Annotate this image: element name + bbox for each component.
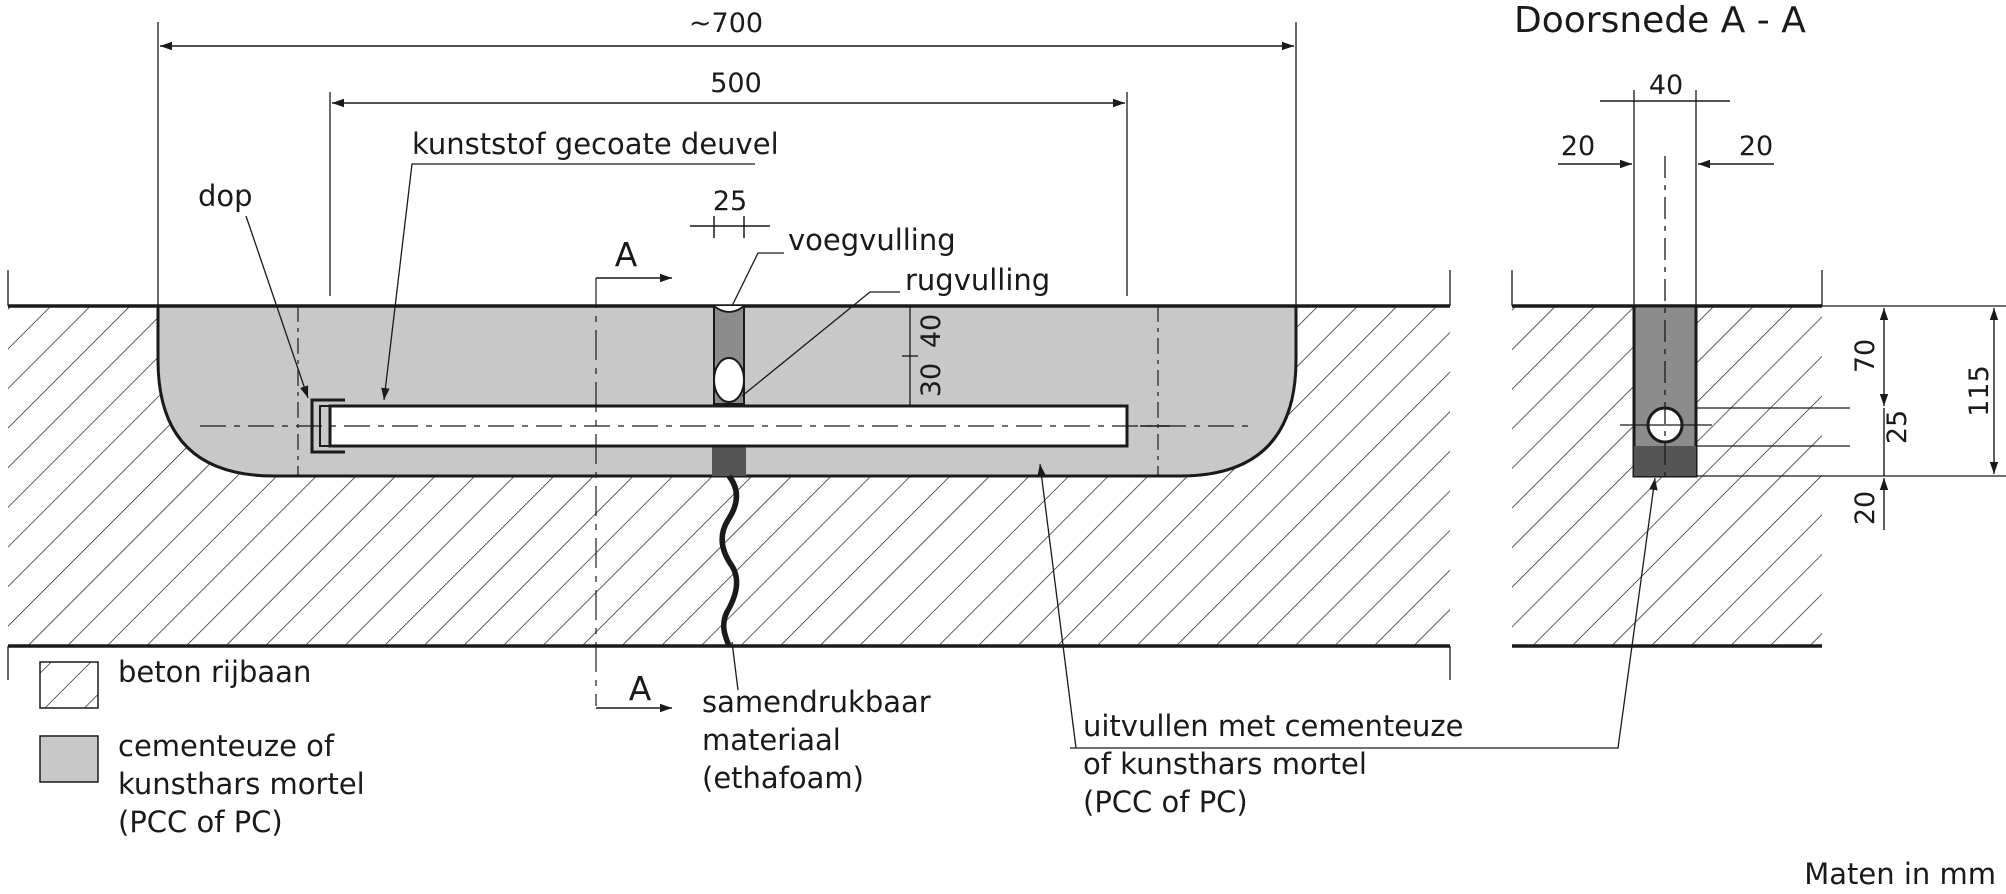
leader-fill-mortar (1037, 463, 1077, 749)
legend: beton rijbaan cementeuze of kunsthars mo… (39, 655, 365, 839)
dim-700-label: ~700 (689, 8, 763, 39)
label-compressible-3: (ethafoam) (702, 761, 864, 795)
main-view: ~700 500 25 40 30 A A kunststof gecoate … (8, 8, 1658, 819)
leader-compressible (731, 641, 739, 691)
legend-mortar-1: cementeuze of (118, 729, 335, 763)
leader-back-filler (741, 291, 900, 397)
dim-40-label: 40 (916, 314, 947, 348)
leader-joint-filler (731, 252, 784, 307)
dim-115-label: 115 (1964, 365, 1995, 417)
section-mark-top: A (615, 235, 638, 274)
dim-70-label: 70 (1850, 339, 1881, 373)
crack-line (719, 474, 740, 647)
legend-mortar-2: kunsthars mortel (118, 767, 365, 801)
label-fill-3: (PCC of PC) (1083, 785, 1248, 819)
dim-20-v-label: 20 (1850, 491, 1881, 525)
dim-25-v-label: 25 (1882, 410, 1913, 444)
label-back-filler: rugvulling (905, 263, 1050, 297)
dim-500-label: 500 (710, 68, 762, 99)
joint-lower-block (712, 447, 746, 476)
dim-40-w-label: 40 (1649, 70, 1683, 101)
label-fill-1: uitvullen met cementeuze (1083, 709, 1464, 743)
label-dowel: kunststof gecoate deuvel (412, 127, 779, 161)
back-filler (713, 357, 745, 403)
label-compressible-1: samendrukbaar (702, 685, 931, 719)
joint-filler-top (713, 305, 745, 313)
section-view: Doorsnede A - A 40 20 20 70 (7, 0, 2006, 680)
section-title: Doorsnede A - A (1514, 0, 1806, 41)
dim-30-label: 30 (916, 363, 947, 397)
legend-concrete-swatch (39, 661, 99, 709)
label-cap: dop (198, 179, 253, 213)
label-compressible-2: materiaal (702, 723, 841, 757)
section-mark-bottom: A (629, 669, 652, 708)
legend-mortar-swatch (39, 735, 99, 783)
units-note: Maten in mm (1804, 857, 1996, 889)
leader-dowel (381, 163, 755, 401)
leader-cap (245, 215, 309, 399)
dim-25-joint-label: 25 (713, 186, 747, 217)
legend-mortar-3: (PCC of PC) (118, 805, 283, 839)
legend-concrete-label: beton rijbaan (118, 655, 311, 689)
dim-20-right-label: 20 (1739, 131, 1773, 162)
dim-20-left-label: 20 (1561, 131, 1595, 162)
label-joint-filler: voegvulling (788, 223, 956, 257)
label-fill-2: of kunsthars mortel (1083, 747, 1367, 781)
